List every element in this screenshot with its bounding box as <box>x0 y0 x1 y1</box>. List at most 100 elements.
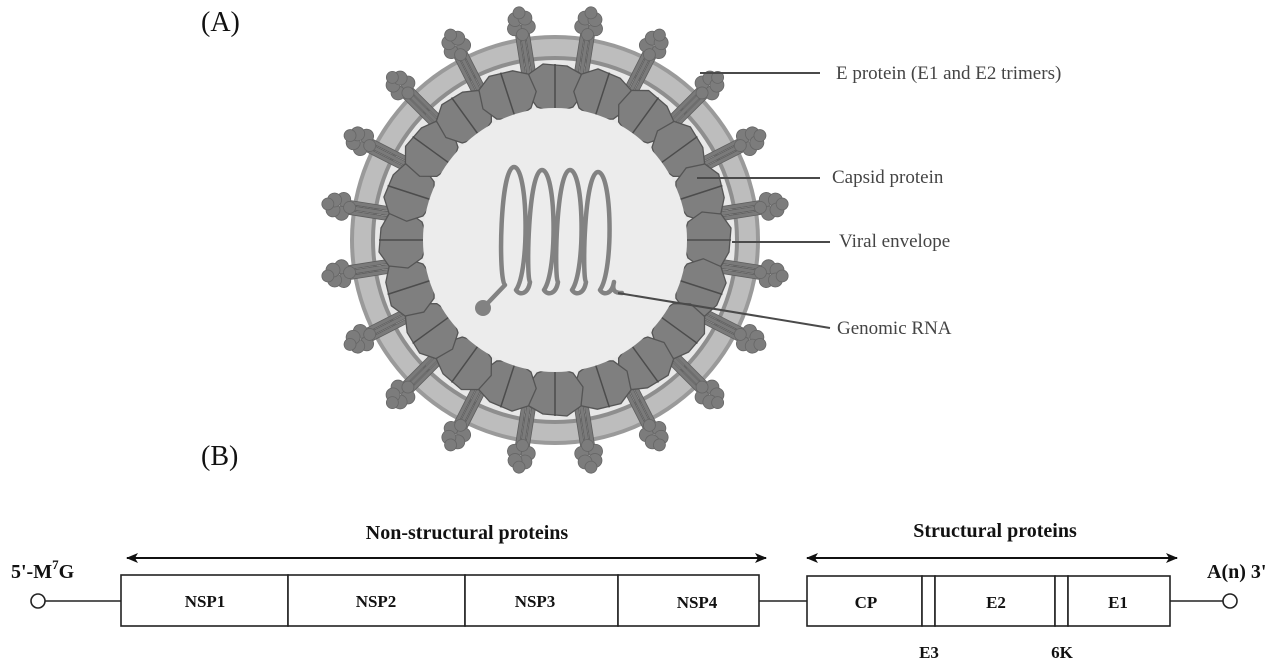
gene-box-nsp2 <box>287 574 466 627</box>
panel-a-label: (A) <box>201 7 240 38</box>
panel-b-label: (B) <box>201 441 238 472</box>
spike-head-lobe <box>775 269 789 283</box>
capsomer-divider <box>630 343 660 383</box>
capsomer <box>526 366 584 417</box>
spike-head-lobe <box>343 266 356 279</box>
capsomer-divider <box>450 97 480 137</box>
capsomer <box>385 258 435 317</box>
five-prime-tail: G <box>59 561 75 583</box>
capsid-ring <box>378 63 732 417</box>
spike-head-lobe <box>512 460 526 474</box>
spike-head-lobe <box>516 28 529 41</box>
group-label-structural: Structural proteins <box>913 520 1077 542</box>
spike-head-lobe <box>444 28 457 42</box>
five-prime-cap-circle <box>30 593 46 609</box>
gene-label-nsp3: NSP3 <box>515 592 556 611</box>
spike-head-lobe <box>385 396 399 410</box>
gene-label-e2: E2 <box>986 593 1006 612</box>
callout-e-protein: E protein (E1 and E2 trimers) <box>836 63 1061 84</box>
spike-group <box>321 6 789 474</box>
spike-head-lobe <box>733 139 747 152</box>
spike-head-lobe <box>321 269 335 283</box>
capsomer-divider <box>677 279 723 296</box>
gene-box-e3 <box>921 575 936 627</box>
spike-head-lobe <box>385 70 399 84</box>
capsomer-divider <box>412 315 452 345</box>
spike-head-lobe <box>584 6 598 20</box>
capsomer-divider <box>387 279 433 296</box>
capsomer-divider <box>658 315 698 345</box>
spike-head-lobe <box>516 439 529 452</box>
spike-head-lobe <box>343 201 356 214</box>
rna-cap-dot <box>475 300 491 316</box>
spike-head-lobe <box>581 439 594 452</box>
spike-head-lobe <box>695 86 709 100</box>
spike-head-lobe <box>321 197 335 211</box>
spike-head-lobe <box>643 418 656 432</box>
spike-head-lobe <box>363 328 377 341</box>
spike-head-lobe <box>775 197 789 211</box>
spike-head-lobe <box>343 129 357 142</box>
gene-label-6k: 6K <box>1051 643 1074 662</box>
callout-capsid: Capsid protein <box>832 167 944 188</box>
spike-head-lobe <box>643 48 656 62</box>
capsomer-divider <box>499 72 516 118</box>
spike-head-lobe <box>454 48 467 62</box>
capsomer-divider <box>387 184 433 201</box>
five-prime-text: 5'-M <box>11 561 52 583</box>
rna-strand <box>480 164 625 311</box>
spike-head-lobe <box>401 86 415 100</box>
genomic-rna <box>475 164 625 316</box>
group-label-nonstructural: Non-structural proteins <box>366 522 569 544</box>
spike-head-lobe <box>653 28 666 42</box>
spike-head-lobe <box>753 338 767 351</box>
capsomer-divider <box>412 135 452 165</box>
spike-head-lobe <box>653 438 666 452</box>
gene-label-e3: E3 <box>919 643 939 662</box>
callout-envelope: Viral envelope <box>839 231 950 252</box>
gene-box-e2 <box>934 575 1056 627</box>
spike-head-lobe <box>343 338 357 351</box>
gene-box-nsp4 <box>617 574 760 627</box>
capsomer-divider <box>499 362 516 408</box>
capsomer-divider <box>594 362 611 408</box>
capsomer <box>378 211 429 269</box>
capsomer <box>383 163 435 222</box>
spike-head-lobe <box>454 418 467 432</box>
capsomer <box>404 302 459 360</box>
gene-box-e1 <box>1067 575 1171 627</box>
spike-head-lobe <box>695 380 709 394</box>
capsomer-divider <box>677 184 723 201</box>
structural-genome-block: CP E2 E1 E3 6K <box>806 575 1171 662</box>
gene-label-nsp2: NSP2 <box>356 592 397 611</box>
three-prime-label: A(n) 3' <box>1207 561 1266 583</box>
capsomer-divider <box>658 135 698 165</box>
spike-head-lobe <box>401 380 415 394</box>
spike-head-lobe <box>753 129 767 142</box>
callout-leaders <box>617 72 831 329</box>
gene-label-nsp4: NSP4 <box>677 593 718 612</box>
leader-rna <box>617 292 831 329</box>
gene-box-6k <box>1054 575 1069 627</box>
capsomer-divider <box>594 72 611 118</box>
gene-label-nsp1: NSP1 <box>185 592 226 611</box>
three-prime-circle <box>1222 593 1238 609</box>
gene-box-cp <box>806 575 923 627</box>
spike-head-lobe <box>584 460 598 474</box>
gene-label-e1: E1 <box>1108 593 1128 612</box>
five-prime-label: 5'-M7G <box>11 557 75 583</box>
virus-particle <box>321 6 789 474</box>
gene-box-nsp1 <box>120 574 289 627</box>
e-protein-spike <box>321 192 409 224</box>
spike-head-lobe <box>733 328 747 341</box>
spike-head-lobe <box>512 6 526 20</box>
spike-head-lobe <box>363 139 377 152</box>
spike-head-lobe <box>754 201 767 214</box>
spike-head-lobe <box>754 266 767 279</box>
spike-head-lobe <box>444 438 457 452</box>
callout-rna: Genomic RNA <box>837 318 952 339</box>
gene-label-cp: CP <box>855 593 878 612</box>
five-prime-superscript: 7 <box>52 557 59 572</box>
capsomer-divider <box>630 97 660 137</box>
